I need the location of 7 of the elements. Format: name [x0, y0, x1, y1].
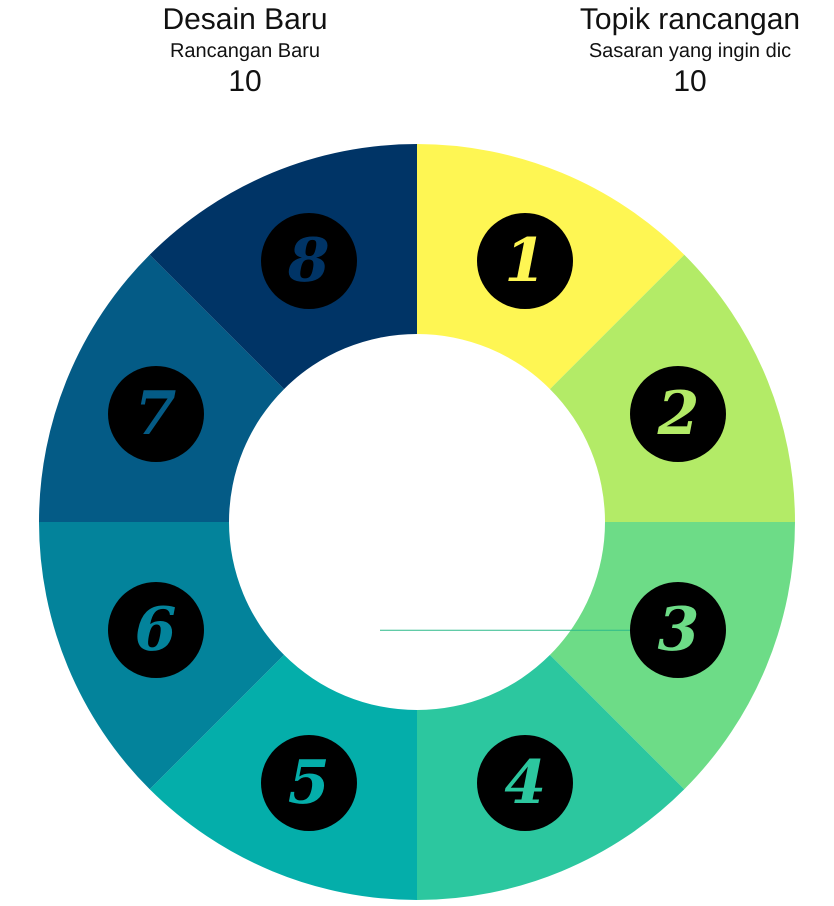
- segment-heading: Desain Baru: [162, 2, 328, 38]
- segment-subtitle: Rancangan Baru: [170, 39, 320, 64]
- leader-line: [380, 630, 631, 631]
- segment-heading: Topik rancangan: [580, 2, 800, 38]
- segment-heading: 10: [228, 64, 262, 100]
- segment-subtitle: Sasaran yang ingin dic: [588, 39, 792, 64]
- segment-heading: 10: [673, 64, 707, 100]
